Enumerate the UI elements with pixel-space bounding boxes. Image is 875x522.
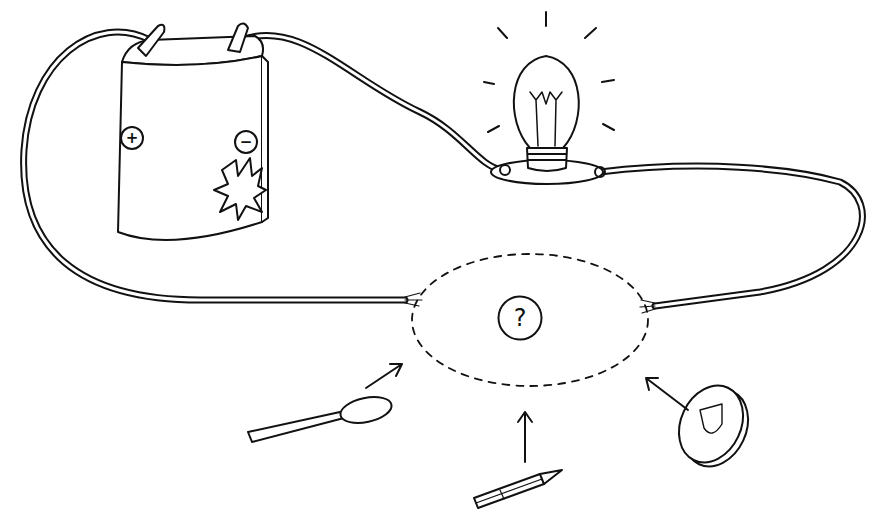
socket-ridges: [528, 154, 566, 160]
test-zone: [412, 254, 648, 386]
battery-terminal: [138, 25, 164, 56]
question-mark: ?: [514, 306, 527, 330]
battery-terminal: [228, 23, 248, 52]
unknown-material-circle: ?: [497, 295, 543, 341]
coin-emblem: [700, 404, 722, 433]
bulb-glass: [514, 56, 579, 148]
pencil-body: [474, 474, 544, 508]
terminal-sign: −: [236, 132, 256, 152]
frayed-end: [405, 293, 422, 306]
coin: [667, 375, 760, 477]
pointer-arrow: [366, 364, 402, 388]
bulb-socket: [527, 148, 567, 171]
wire-right: [600, 166, 862, 306]
battery-edge: [262, 56, 268, 222]
wire-top: [242, 35, 502, 170]
pencil-lines: [476, 479, 542, 503]
light-bulb: [484, 12, 614, 184]
spoon-handle: [248, 412, 344, 442]
terminal-screw: [595, 167, 605, 177]
wire-right-core: [600, 166, 862, 306]
spoon: [248, 393, 394, 442]
terminal-screw: [500, 165, 510, 175]
circle-border: [499, 297, 542, 340]
terminal-sign: +: [122, 128, 142, 148]
bulb-filament: [530, 92, 562, 146]
spoon-bowl: [338, 393, 394, 427]
pencil: [474, 470, 562, 508]
pointer-arrow: [518, 412, 532, 462]
terminal-ring: [235, 131, 257, 153]
terminal-ring: [121, 127, 143, 149]
pointer-arrow: [646, 378, 688, 410]
pointer-arrows: [366, 364, 688, 462]
coin-face: [667, 375, 755, 473]
wires: [24, 32, 863, 313]
wire-top-core: [242, 35, 502, 170]
battery: [118, 23, 268, 240]
pencil-tip: [540, 470, 562, 484]
battery-spark: [214, 158, 266, 220]
light-rays: [484, 12, 614, 132]
